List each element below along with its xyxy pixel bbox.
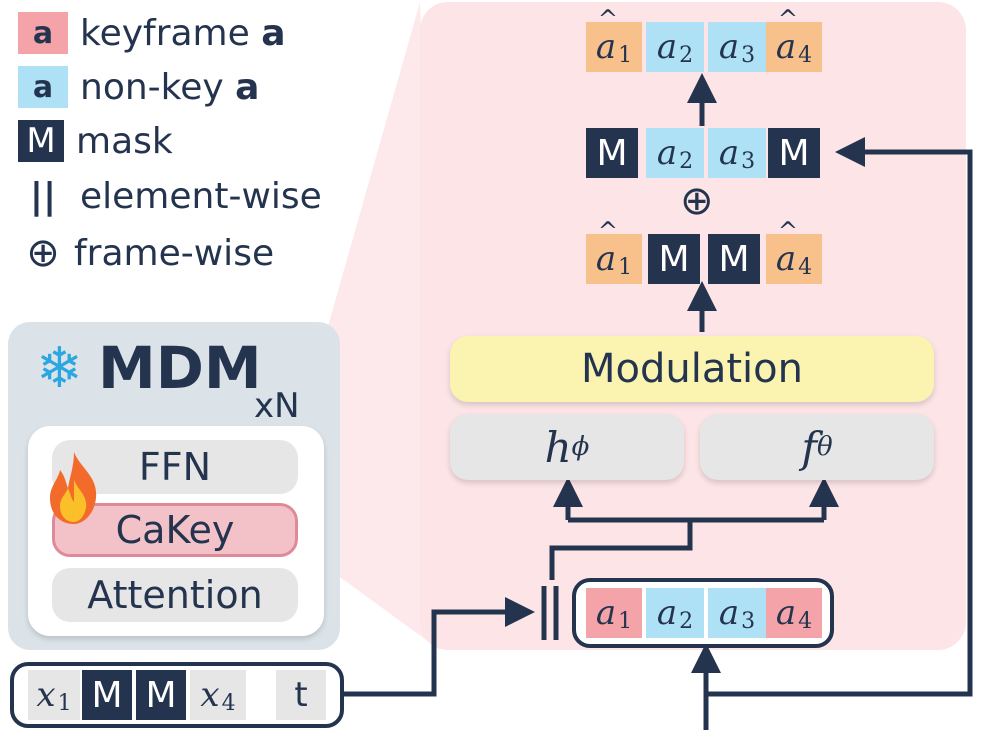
pred-token-m3: M xyxy=(708,234,760,284)
pred-token-a1-hat: a1 xyxy=(586,217,642,284)
cakey-layer: CaKey xyxy=(52,503,298,557)
skip-connection-arrow xyxy=(706,137,973,697)
masked-token-m4: M xyxy=(768,128,820,178)
mask-label: mask xyxy=(76,120,173,162)
elementwise-symbol: || xyxy=(29,176,57,217)
pred-token-m2: M xyxy=(648,234,700,284)
input-to-concat-arrow xyxy=(344,597,535,697)
input-timestep: t xyxy=(276,670,326,720)
attention-layer: Attention xyxy=(52,568,298,622)
concat-up-line xyxy=(549,520,693,580)
pred-token-a4-hat: a4 xyxy=(766,217,822,284)
input-token-mask: M xyxy=(136,670,186,720)
legend-nonkey: a non-key a xyxy=(18,66,259,108)
legend-mask: M mask xyxy=(18,120,173,162)
fire-icon xyxy=(50,452,97,524)
input-token-mask: M xyxy=(82,670,132,720)
masked-token-m1: M xyxy=(586,128,638,178)
nonkey-bold: a xyxy=(235,66,260,108)
keyframe-swatch: a xyxy=(18,12,68,54)
modulation-block: Modulation xyxy=(450,336,934,402)
legend-elementwise: || element-wise xyxy=(18,176,322,217)
snowflake-icon: ❄ xyxy=(36,336,83,401)
keyframe-bold: a xyxy=(261,12,286,54)
mdm-repeat: xN xyxy=(254,386,300,426)
legend-framewise: ⊕ frame-wise xyxy=(18,230,274,276)
framewise-symbol: ⊕ xyxy=(26,230,60,276)
mdm-title: MDM xyxy=(98,334,262,402)
elementwise-label: element-wise xyxy=(80,176,322,217)
nonkey-swatch: a xyxy=(18,66,68,108)
framewise-label: frame-wise xyxy=(74,232,275,274)
nonkey-label: non-key xyxy=(80,66,236,108)
concat-symbol xyxy=(541,586,559,640)
legend-keyframe: a keyframe a xyxy=(18,12,286,54)
framewise-plus-icon: ⊕ xyxy=(680,178,714,224)
mask-swatch: M xyxy=(18,120,64,162)
output-token-a1-hat: a1 xyxy=(586,5,642,72)
keyframe-label: keyframe xyxy=(80,12,262,54)
output-token-a4-hat: a4 xyxy=(766,5,822,72)
